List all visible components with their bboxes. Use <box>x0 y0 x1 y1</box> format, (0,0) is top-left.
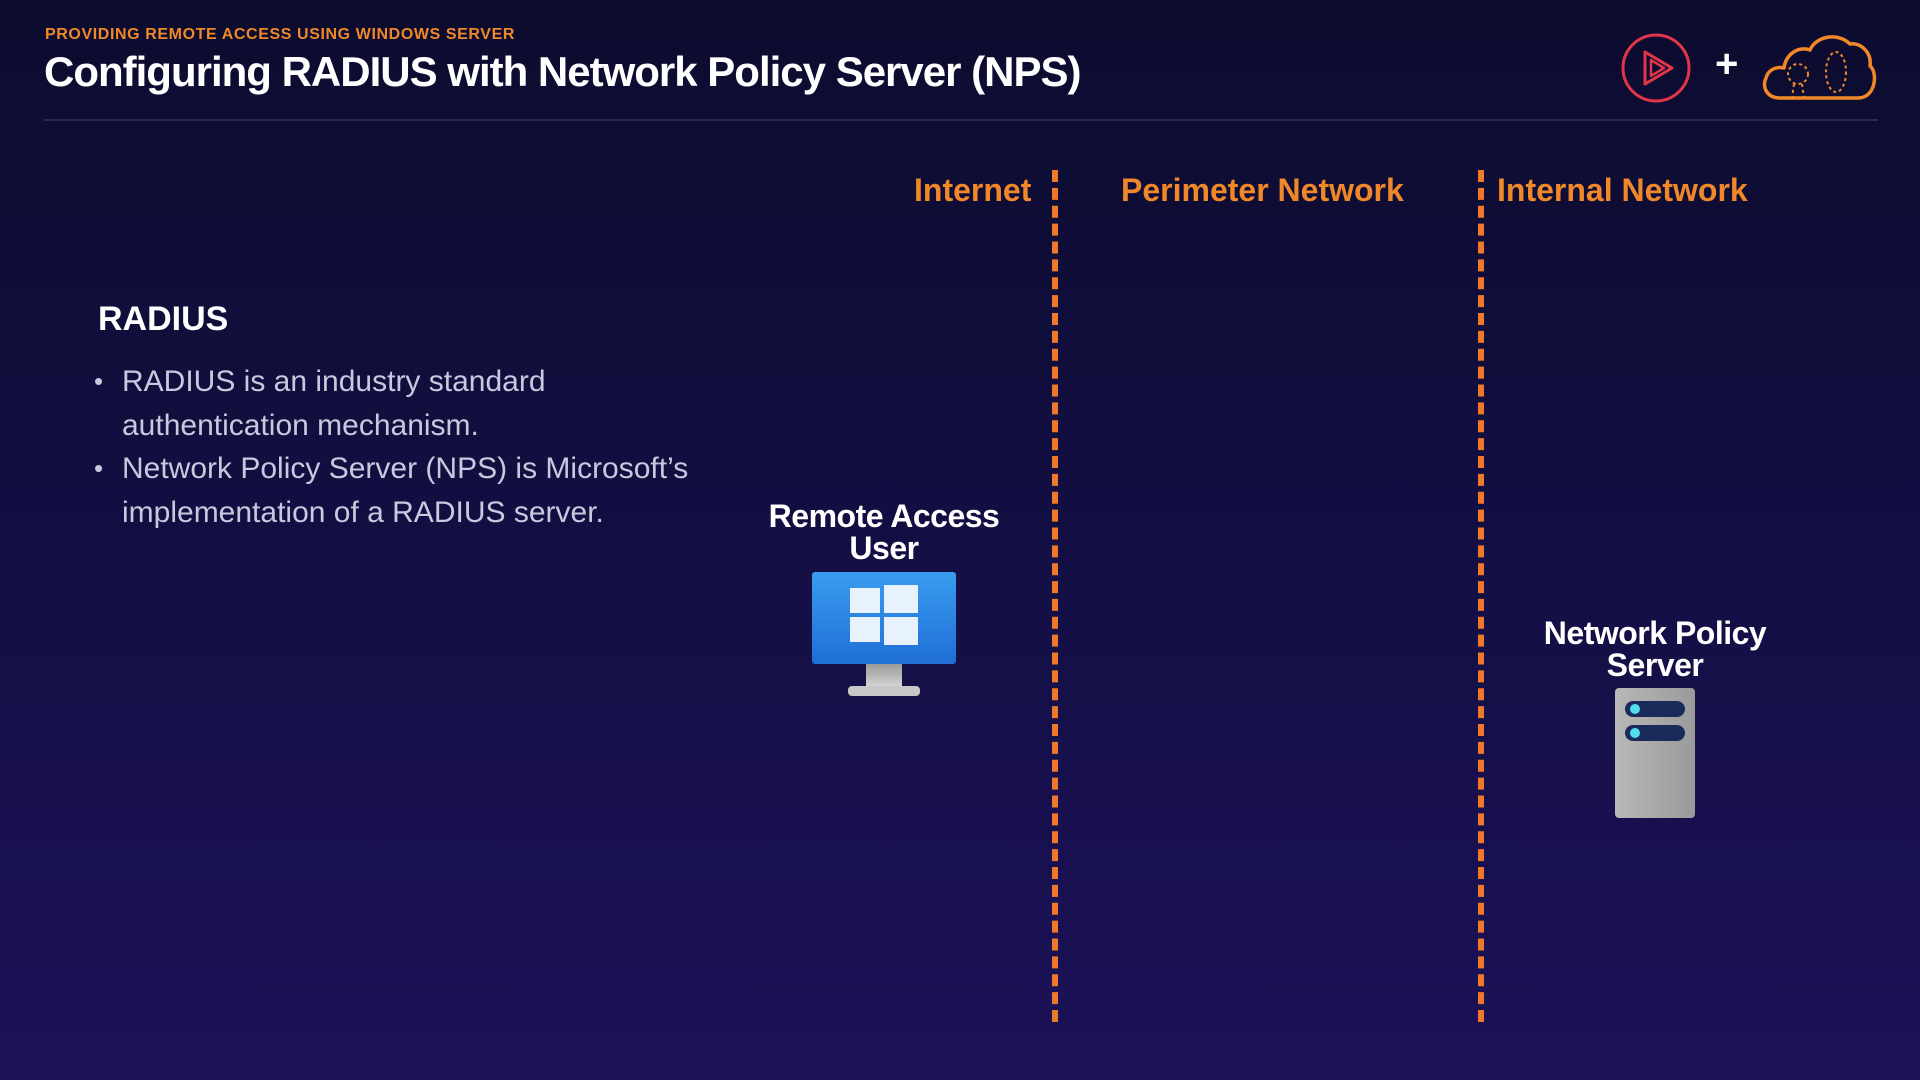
bullet-text: Network Policy Server (NPS) is Microsoft… <box>122 452 689 529</box>
brand-logos: + <box>1620 28 1880 108</box>
windows-monitor-icon <box>812 572 956 696</box>
client-label-line2: User <box>849 530 919 566</box>
play-logo-icon <box>1621 33 1691 103</box>
client-label-line1: Remote Access <box>768 498 1000 534</box>
bullet-item: • Network Policy Server (NPS) is Microso… <box>94 447 714 534</box>
zone-label-internet: Internet <box>914 172 1032 208</box>
zone-divider-perimeter-internal <box>1478 170 1484 1022</box>
bullet-text: RADIUS is an industry standard authentic… <box>122 365 546 442</box>
section-kicker: PROVIDING REMOTE ACCESS USING WINDOWS SE… <box>45 26 516 43</box>
bullet-list: • RADIUS is an industry standard authent… <box>94 360 714 534</box>
zone-label-perimeter: Perimeter Network <box>1121 172 1404 208</box>
header-divider <box>44 119 1878 121</box>
server-label-line2: Server <box>1606 647 1704 683</box>
cloud-logo-icon <box>1762 35 1877 100</box>
bullet-item: • RADIUS is an industry standard authent… <box>94 360 714 447</box>
zone-label-internal: Internal Network <box>1497 172 1748 208</box>
logo-separator: + <box>1715 42 1739 86</box>
bullet-marker: • <box>94 453 104 483</box>
bullet-marker: • <box>94 366 104 396</box>
client-label: Remote Access User <box>734 500 1034 564</box>
server-icon <box>1615 688 1695 818</box>
slide-title: Configuring RADIUS with Network Policy S… <box>44 48 1081 95</box>
server-label: Network Policy Server <box>1505 617 1805 681</box>
server-label-line1: Network Policy <box>1543 615 1767 651</box>
section-heading: RADIUS <box>98 300 229 338</box>
zone-divider-internet-perimeter <box>1052 170 1058 1022</box>
